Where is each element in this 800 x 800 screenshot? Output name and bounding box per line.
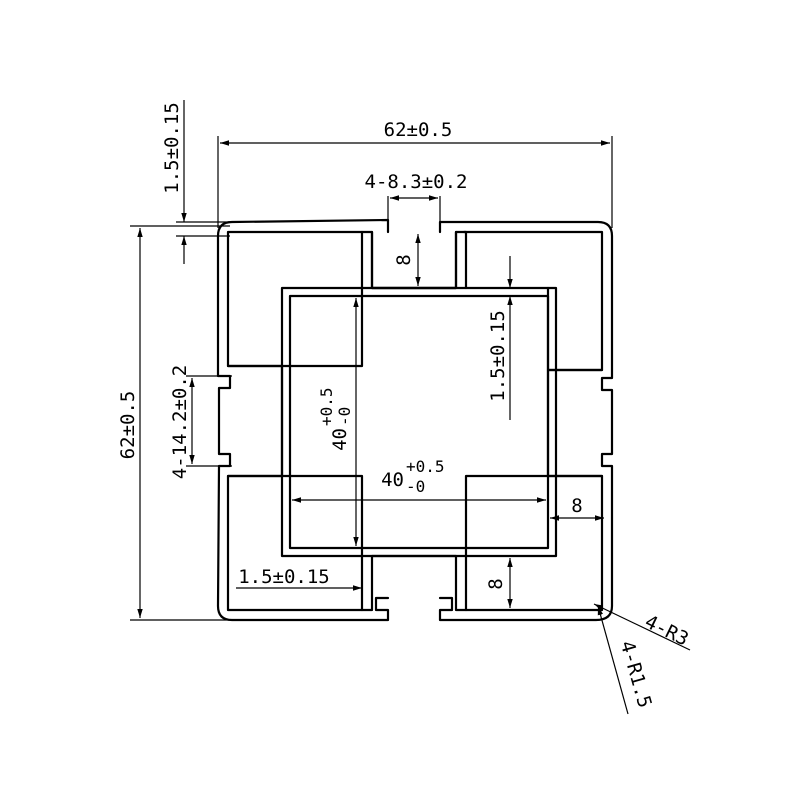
leader-r1-5	[597, 605, 629, 715]
outer-contour	[216, 218, 614, 622]
svg-text:+0.5: +0.5	[406, 457, 445, 476]
svg-text:40: 40	[329, 428, 351, 451]
svg-text:40: 40	[381, 469, 404, 491]
label-width-overall: 62±0.5	[384, 119, 453, 141]
label-slot-depth-top: 8	[393, 254, 415, 265]
slot-bottom	[360, 554, 468, 612]
label-radius-outer: 4-R3	[641, 611, 692, 651]
label-inner-width: 40 +0.5 -0	[381, 457, 444, 496]
label-slot-side: 4-14.2±0.2	[169, 365, 191, 479]
label-height-overall: 62±0.5	[117, 391, 139, 460]
core-outer	[280, 286, 558, 558]
profile-outline	[216, 218, 614, 622]
dimension-lines	[130, 100, 691, 715]
leader-r3	[593, 603, 691, 651]
core-inner	[288, 294, 550, 550]
slot-left	[226, 364, 284, 478]
label-radius-inner: 4-R1.5	[616, 638, 656, 710]
label-inner-height: 40 +0.5 -0	[317, 387, 354, 450]
svg-text:-0: -0	[406, 477, 425, 496]
label-slot-depth-bottom: 8	[485, 578, 507, 589]
label-inner-wall: 1.5±0.15	[487, 310, 509, 402]
label-bottom-wall: 1.5±0.15	[238, 566, 330, 588]
label-slot-depth-right: 8	[571, 495, 582, 517]
label-slot-width: 4-8.3±0.2	[365, 171, 468, 193]
label-wall-top: 1.5±0.15	[161, 102, 183, 194]
svg-text:-0: -0	[335, 407, 354, 426]
svg-text:+0.5: +0.5	[317, 387, 336, 426]
